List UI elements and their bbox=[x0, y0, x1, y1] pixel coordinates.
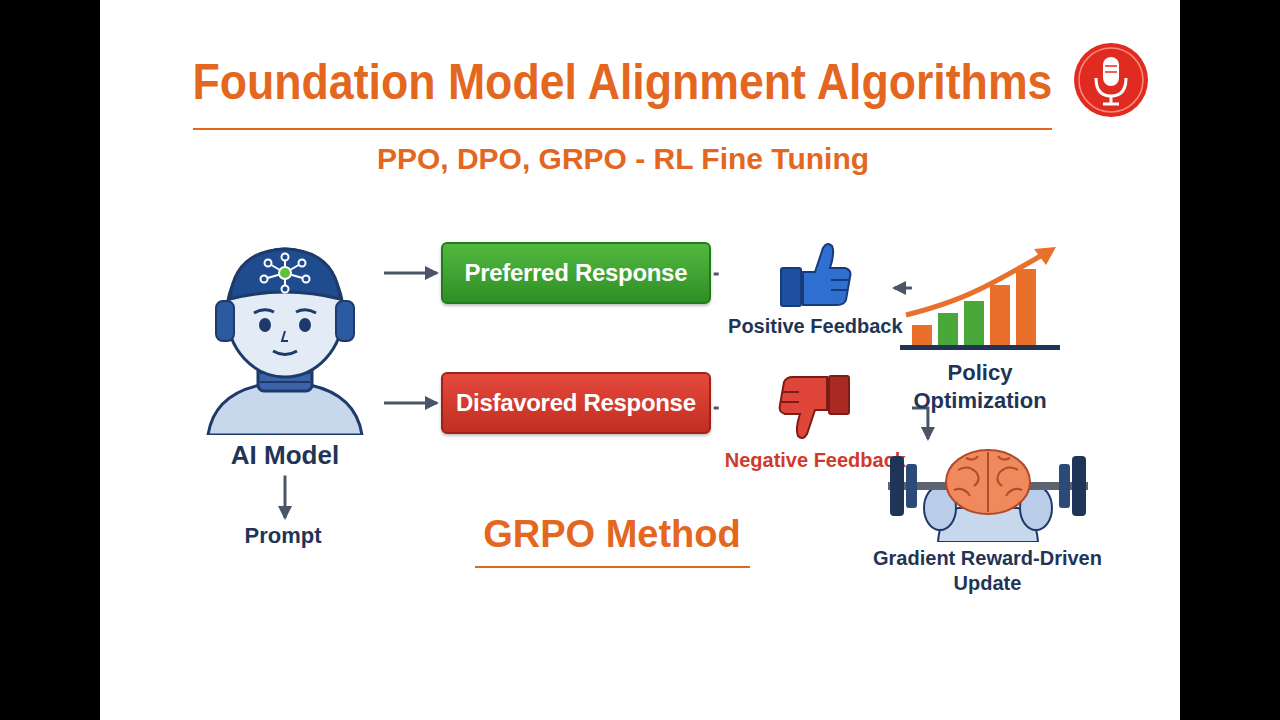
title: Foundation Model Alignment Algorithms bbox=[193, 52, 1053, 112]
brain-barbell: Gradient Reward-Driven Update bbox=[865, 442, 1110, 596]
node-text: AI Model bbox=[231, 439, 339, 472]
connector-arrow bbox=[912, 408, 928, 439]
ai-model-figure: AI Model bbox=[190, 235, 380, 472]
up-icon bbox=[775, 238, 855, 310]
connector-arrow bbox=[894, 287, 912, 290]
prompt-node: Prompt bbox=[218, 522, 348, 550]
subtitle: PPO, DPO, GRPO - RL Fine Tuning bbox=[273, 141, 973, 177]
node-text: Positive Feedback bbox=[728, 314, 903, 339]
robot-icon bbox=[190, 235, 380, 435]
node-text: Negative Feedback bbox=[725, 448, 906, 473]
policy-chart: Policy Optimization bbox=[900, 245, 1060, 414]
podcast-icon bbox=[1074, 43, 1148, 117]
connector-arrow bbox=[284, 476, 287, 519]
side-bar bbox=[1180, 0, 1280, 720]
preferred-box: Preferred Response bbox=[441, 242, 711, 304]
connector-arrow bbox=[714, 407, 719, 410]
brain-icon bbox=[878, 442, 1098, 542]
node-text: Policy Optimization bbox=[900, 359, 1060, 414]
node-text: Preferred Response bbox=[465, 258, 688, 288]
connector-arrow bbox=[714, 273, 719, 276]
connector-arrow bbox=[384, 402, 437, 405]
node-text: Gradient Reward-Driven Update bbox=[865, 546, 1110, 596]
down-icon bbox=[775, 372, 855, 444]
node-text: Prompt bbox=[245, 522, 322, 550]
method-label: GRPO Method bbox=[262, 512, 962, 558]
method-underline bbox=[475, 566, 750, 568]
disfavored-box: Disfavored Response bbox=[441, 372, 711, 434]
side-bar bbox=[0, 0, 100, 720]
feedback-icon: Negative Feedback bbox=[721, 372, 910, 473]
connector-arrow bbox=[384, 272, 437, 275]
chart-icon bbox=[900, 245, 1060, 355]
feedback-icon: Positive Feedback bbox=[721, 238, 910, 339]
node-text: Disfavored Response bbox=[456, 388, 696, 418]
title-underline bbox=[193, 128, 1052, 130]
